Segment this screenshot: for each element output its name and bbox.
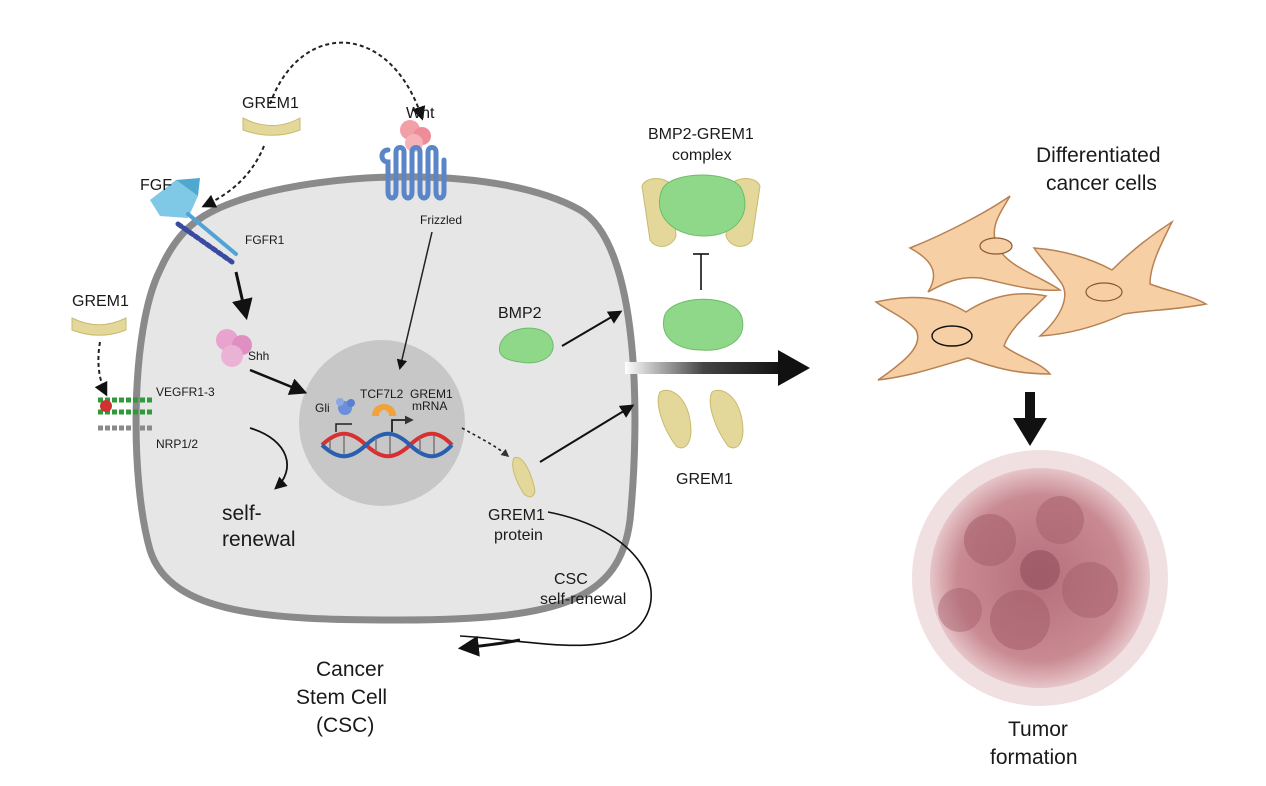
fgf-molecule-icon [150, 178, 200, 218]
differentiated-cancer-cell [874, 293, 1052, 381]
arrow-to-tumor [1013, 392, 1047, 446]
label-vegfr: VEGFR1-3 [156, 385, 215, 399]
label-grem1-protein-2: protein [494, 527, 543, 544]
gli-promoter-mark [335, 423, 352, 432]
label-mrna: mRNA [412, 399, 447, 413]
gli-molecule-icon [336, 398, 355, 415]
label-formation: formation [990, 746, 1078, 769]
grem1-free-molecules-icon [657, 389, 744, 449]
label-self-renewal-2: renewal [222, 528, 296, 551]
bmp2-grem1-complex-icon [641, 174, 761, 247]
fgfr1-receptor-icon [175, 212, 238, 265]
label-tcf7l2: TCF7L2 [360, 387, 404, 401]
differentiated-cancer-cell [908, 195, 1063, 295]
arrow-csc-self-renewal [457, 511, 652, 657]
label-complex-2: complex [672, 147, 732, 164]
arrow-mrna-to-protein [461, 427, 510, 458]
label-csc: (CSC) [316, 714, 374, 737]
label-bmp2-in: BMP2 [498, 305, 542, 322]
label-grem1-mrna: GREM1 [410, 387, 453, 401]
label-complex-1: BMP2-GREM1 [648, 126, 754, 143]
label-fgf: FGF [140, 177, 172, 194]
arrow-grem1-to-wnt [269, 41, 426, 121]
arrow-bmp2-out [561, 310, 623, 347]
label-frizzled: Frizzled [420, 213, 462, 227]
label-shh: Shh [248, 349, 269, 363]
arrow-shh-to-gli [249, 368, 308, 395]
differentiated-cancer-cell [1032, 219, 1209, 337]
label-grem1-right: GREM1 [676, 471, 733, 488]
label-nrp: NRP1/2 [156, 437, 198, 451]
label-differentiated: Differentiated [1036, 144, 1161, 167]
label-cancer-cells: cancer cells [1046, 172, 1157, 195]
label-gli: Gli [315, 401, 330, 415]
label-self-renewal-1: self- [222, 502, 262, 525]
grem1-top-molecule-icon [242, 117, 301, 136]
inhibition-bar [693, 253, 709, 290]
label-grem1-protein-1: GREM1 [488, 507, 545, 524]
arrow-fgfr1-to-shh [232, 271, 253, 321]
arrow-grem1-out [539, 404, 635, 463]
label-grem1-left: GREM1 [72, 293, 129, 310]
label-cancer: Cancer [316, 658, 384, 681]
arrow-self-renewal [249, 427, 288, 490]
label-grem1-top: GREM1 [242, 95, 299, 112]
label-wnt: Wnt [406, 105, 435, 122]
label-csc-self-renewal-2: self-renewal [540, 591, 626, 608]
label-fgfr1: FGFR1 [245, 233, 285, 247]
big-differentiation-arrow [625, 350, 810, 386]
tcf7l2-molecule-icon [372, 404, 396, 416]
grem1-promoter-arrow [391, 415, 414, 432]
label-stem-cell: Stem Cell [296, 686, 387, 709]
frizzled-receptor-icon [379, 145, 447, 201]
grem1-protein-molecule-icon [512, 456, 536, 498]
arrow-grem1-to-fgf [201, 145, 265, 208]
label-tumor: Tumor [1008, 718, 1068, 741]
bmp2-free-molecule-icon [663, 298, 744, 351]
nucleus [299, 340, 465, 506]
bmp2-molecule-icon [498, 327, 554, 364]
vegfr-receptor-icon [98, 397, 152, 415]
label-csc-self-renewal-1: CSC [554, 571, 588, 588]
arrow-frizzled-to-tcf7l2 [396, 231, 433, 371]
shh-molecule-icon [216, 329, 252, 367]
dna-helix-icon [320, 431, 454, 459]
arrow-grem1-to-vegfr [94, 341, 108, 397]
tumor-mass-icon [912, 450, 1168, 706]
grem1-left-molecule-icon [71, 317, 127, 336]
